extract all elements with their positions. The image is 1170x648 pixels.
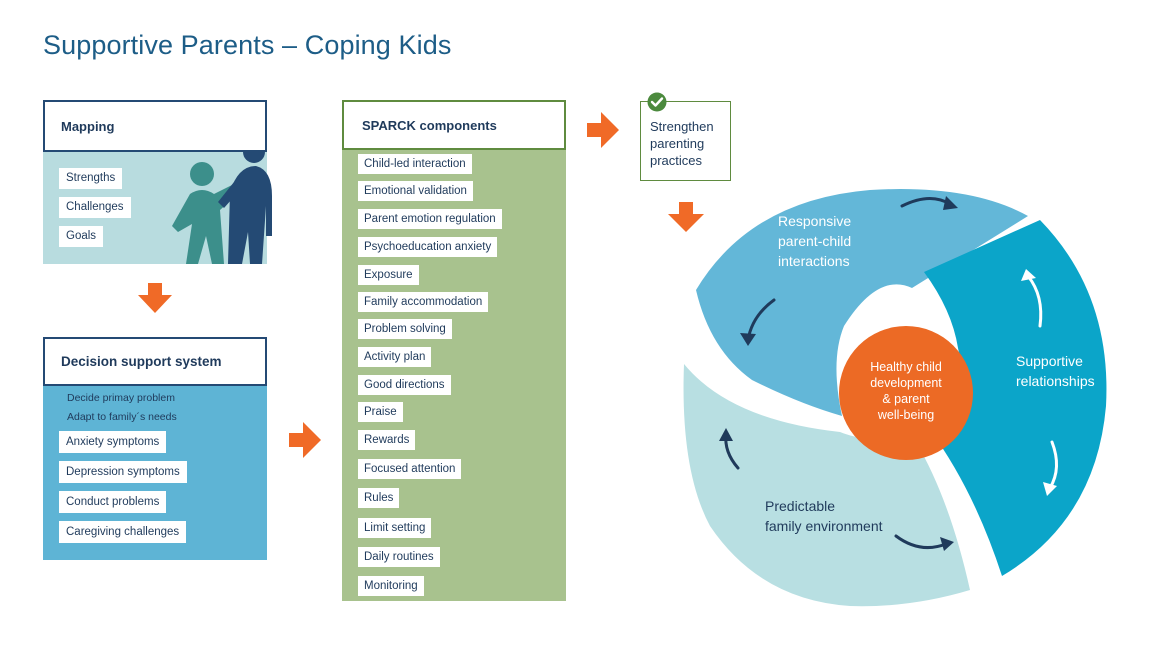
- label-line: family environment: [765, 518, 883, 534]
- arrow-head-icon: [943, 196, 958, 210]
- decision-note: Decide primay problem: [67, 392, 175, 404]
- strengthen-label: Strengthen parenting practices: [650, 118, 730, 169]
- arrow-head-icon: [940, 537, 954, 551]
- sparck-item: Praise: [358, 402, 403, 422]
- decision-item-depression: Depression symptoms: [59, 461, 187, 483]
- arrow-head-icon: [740, 333, 756, 346]
- arrow-down-icon: [668, 202, 704, 232]
- sparck-item: Problem solving: [358, 319, 452, 339]
- strengthen-line: parenting: [650, 136, 705, 151]
- segment-predictable: [683, 364, 970, 607]
- parent-body: [228, 166, 272, 264]
- arrow-head-icon: [719, 428, 733, 441]
- sparck-item: Emotional validation: [358, 181, 473, 201]
- center-line: well-being: [877, 408, 935, 422]
- decision-item-caregiving: Caregiving challenges: [59, 521, 187, 543]
- sparck-item: Rewards: [358, 430, 416, 450]
- decision-note: Adapt to family´s needs: [67, 411, 177, 423]
- segment-responsive: [696, 189, 1028, 416]
- label-line: Predictable: [765, 498, 836, 514]
- sparck-item: Parent emotion regulation: [358, 209, 502, 229]
- label-line: Responsive: [778, 213, 852, 229]
- arrow-head-icon: [1043, 482, 1057, 496]
- arrow-curve-icon: [1026, 274, 1043, 328]
- sparck-item: Rules: [358, 488, 400, 508]
- label-line: Supportive: [1016, 353, 1083, 369]
- arrow-down-icon: [138, 283, 172, 313]
- sparck-item: Activity plan: [358, 347, 432, 367]
- sparck-item: Family accommodation: [358, 292, 489, 312]
- parent-child-figures: [172, 141, 272, 264]
- arrow-right-icon: [587, 112, 619, 148]
- sparck-item: Psychoeducation anxiety: [358, 237, 498, 257]
- parent-arm: [218, 182, 240, 208]
- sparck-item: Limit setting: [358, 518, 432, 538]
- page-title: Supportive Parents – Coping Kids: [43, 30, 452, 60]
- center-label: Healthy child development & parent well-…: [848, 359, 964, 423]
- label-line: relationships: [1016, 373, 1095, 389]
- strengthen-line: practices: [650, 153, 703, 168]
- center-line: Healthy child: [870, 360, 942, 374]
- sparck-item: Focused attention: [358, 459, 462, 479]
- sparck-item: Monitoring: [358, 576, 424, 596]
- mapping-item-challenges: Challenges: [59, 197, 131, 218]
- label-line: parent-child: [778, 233, 852, 249]
- sparck-item: Daily routines: [358, 547, 440, 567]
- mapping-header: Mapping: [43, 100, 267, 152]
- strengthen-line: Strengthen: [650, 119, 714, 134]
- cycle-label-supportive: Supportive relationships: [1016, 351, 1095, 391]
- cycle-label-predictable: Predictable family environment: [765, 496, 883, 536]
- center-circle: [839, 326, 973, 460]
- sparck-item: Exposure: [358, 265, 419, 285]
- center-line: development: [870, 376, 942, 390]
- label-line: interactions: [778, 253, 850, 269]
- arrow-curve-icon: [894, 534, 948, 550]
- sparck-item: Child-led interaction: [358, 154, 472, 174]
- segment-supportive: [924, 220, 1107, 576]
- mapping-item-strengths: Strengths: [59, 168, 123, 189]
- cycle-label-responsive: Responsive parent-child interactions: [778, 211, 851, 271]
- sparck-header: SPARCK components: [342, 100, 566, 150]
- decision-item-anxiety: Anxiety symptoms: [59, 431, 167, 453]
- check-icon: [647, 92, 667, 112]
- center-line: & parent: [882, 392, 930, 406]
- cycle-diagram: [683, 189, 1107, 607]
- strengthen-box: [640, 101, 731, 181]
- child-head: [190, 162, 214, 186]
- arrow-head-icon: [1021, 269, 1036, 281]
- sparck-item: Good directions: [358, 375, 451, 395]
- decision-header: Decision support system: [43, 337, 267, 386]
- mapping-item-goals: Goals: [59, 226, 104, 247]
- decision-item-conduct: Conduct problems: [59, 491, 167, 513]
- arrow-right-icon: [289, 422, 321, 458]
